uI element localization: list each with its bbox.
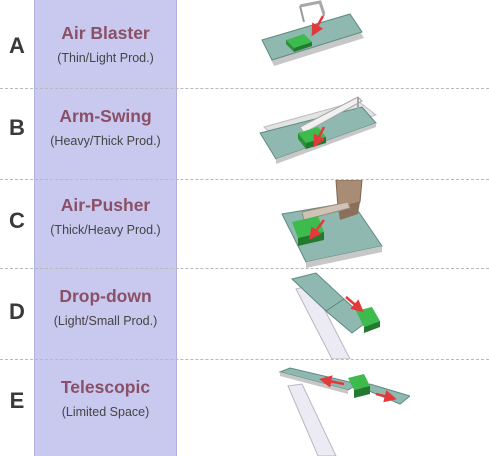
method-subtitle: (Light/Small Prod.) [53, 314, 158, 328]
air-blaster-illustration [261, 0, 364, 66]
method-subtitle: (Limited Space) [61, 405, 150, 419]
method-name-block: Drop-down (Light/Small Prod.) [34, 285, 177, 330]
air-pusher-illustration [281, 180, 383, 268]
method-row-a: A Air Blaster (Thin/Light Prod.) [0, 0, 489, 88]
row-letter: B [9, 115, 25, 140]
method-subtitle: (Thin/Light Prod.) [57, 51, 154, 65]
row-letter: C [9, 208, 25, 233]
method-subtitle: (Heavy/Thick Prod.) [50, 134, 161, 148]
row-letter: E [9, 388, 25, 413]
method-title: Air-Pusher [60, 195, 151, 215]
method-title: Telescopic [60, 377, 151, 397]
method-name-block: Arm-Swing (Heavy/Thick Prod.) [34, 105, 177, 150]
method-title: Arm-Swing [59, 106, 152, 126]
method-name-block: Air Blaster (Thin/Light Prod.) [34, 22, 177, 67]
method-title: Air Blaster [61, 23, 150, 43]
arm-swing-illustration [259, 96, 378, 164]
method-row-c: C Air-Pusher (Thick/Heavy Prod.) [0, 180, 489, 268]
row-letter: A [9, 33, 25, 58]
method-row-e: E Telescopic (Limited Space) [0, 360, 489, 456]
method-subtitle: (Thick/Heavy Prod.) [50, 223, 161, 237]
telescopic-illustration [278, 367, 410, 456]
drop-down-illustration [290, 272, 380, 359]
row-letter: D [9, 299, 25, 324]
method-row-b: B Arm-Swing (Heavy/Thick Prod.) [0, 89, 489, 179]
name-column-background [34, 0, 177, 456]
method-name-block: Telescopic (Limited Space) [34, 376, 177, 421]
method-row-d: D Drop-down (Light/Small Prod.) [0, 269, 489, 359]
method-title: Drop-down [59, 286, 152, 306]
row-separator [0, 88, 489, 90]
row-separator [0, 179, 489, 181]
row-separator [0, 268, 489, 270]
row-separator [0, 359, 489, 361]
method-name-block: Air-Pusher (Thick/Heavy Prod.) [34, 194, 177, 239]
